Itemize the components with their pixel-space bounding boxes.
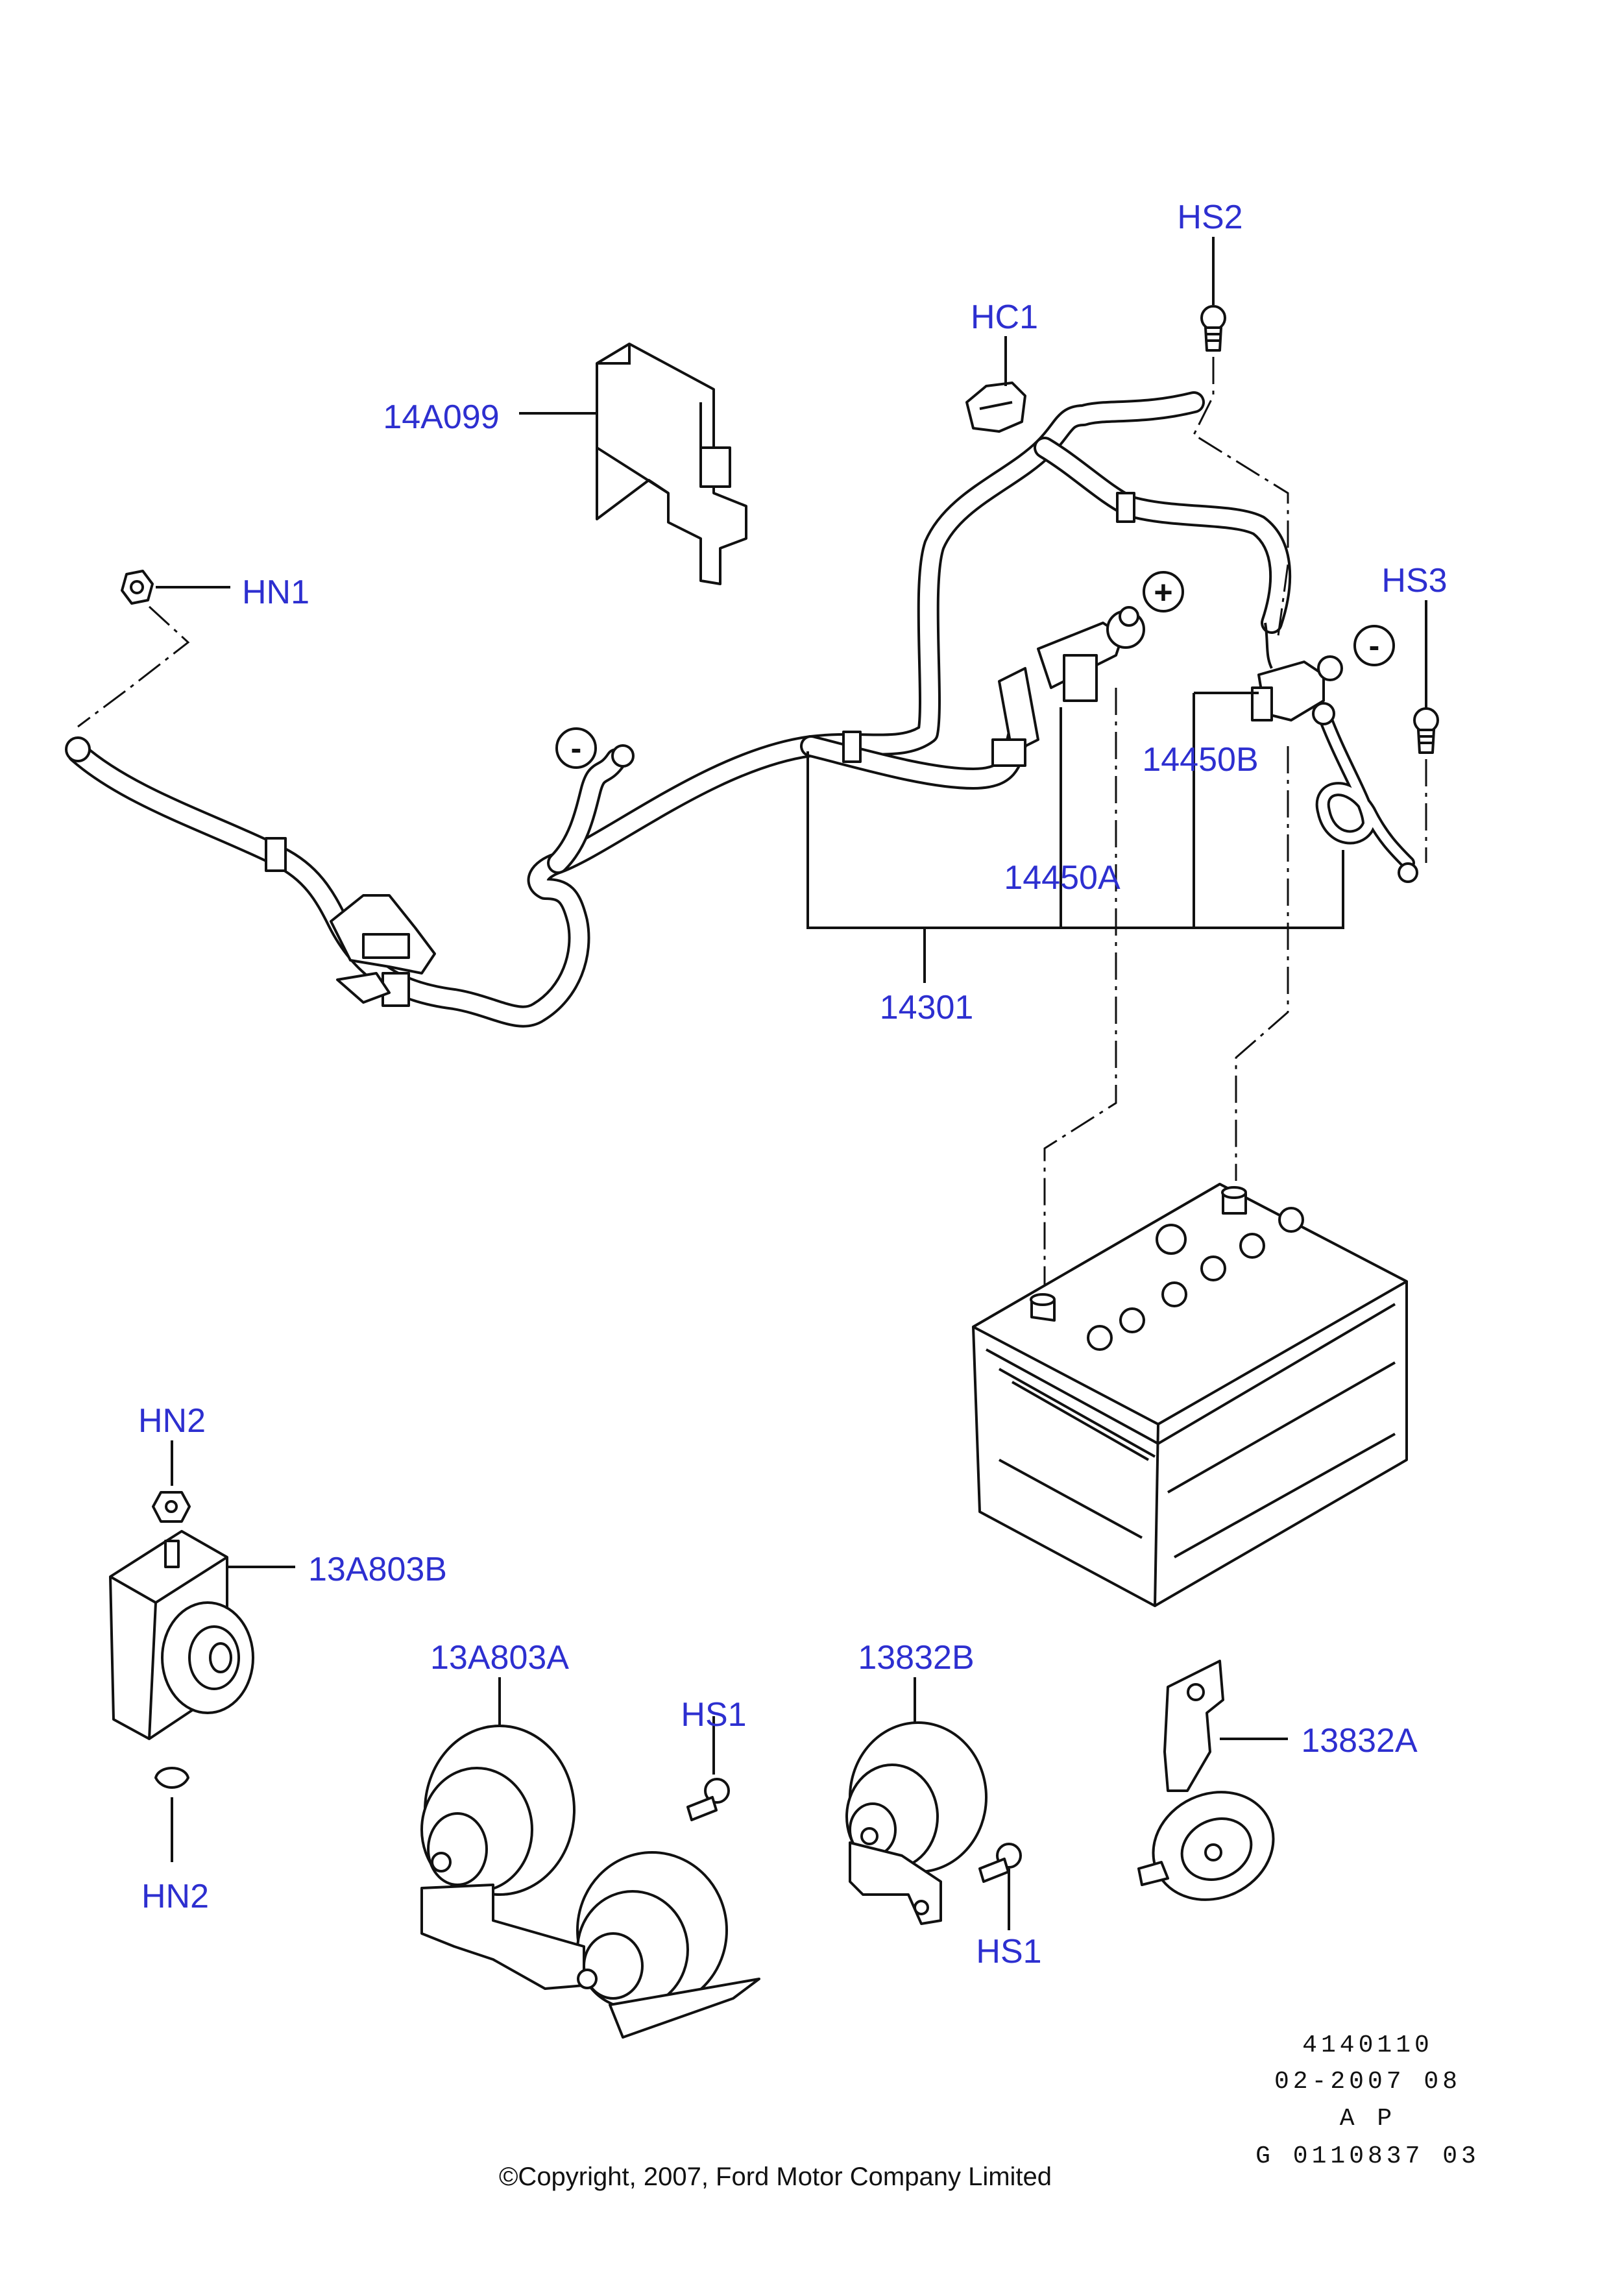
callout-HN2-top: HN2 xyxy=(138,1402,206,1440)
callout-HS2: HS2 xyxy=(1177,199,1242,236)
callout-HN1: HN1 xyxy=(242,574,309,611)
info-line-4: G 0110837 03 xyxy=(1255,2142,1480,2170)
negative-symbol-right: - xyxy=(1353,625,1395,666)
alignment-lines xyxy=(77,357,1427,1298)
junction-box-cover-14A099 xyxy=(596,343,747,585)
screw-HS1-left xyxy=(686,1778,730,1821)
cable-clip-HC1 xyxy=(965,382,1026,433)
positive-symbol-label: + xyxy=(1154,574,1172,611)
callout-13832A: 13832A xyxy=(1301,1722,1418,1760)
battery-cable-harness xyxy=(65,391,1292,1028)
info-line-1: 4140110 xyxy=(1302,2031,1433,2059)
callout-13832B: 13832B xyxy=(858,1639,974,1677)
callout-HC1: HC1 xyxy=(971,298,1038,336)
battery xyxy=(972,1183,1408,1607)
callout-14301: 14301 xyxy=(880,989,974,1026)
nut-HN2-bottom xyxy=(154,1767,189,1789)
callout-HN2-bottom: HN2 xyxy=(141,1878,209,1915)
callout-14A099: 14A099 xyxy=(383,398,499,436)
callout-13A803B: 13A803B xyxy=(308,1551,447,1588)
negative-terminal-clamp-14450B xyxy=(1251,622,1343,721)
callout-14450A: 14450A xyxy=(1004,859,1121,897)
horn-13A803B xyxy=(109,1530,254,1740)
horn-pair-13A803A xyxy=(420,1725,760,2039)
leader-lines xyxy=(156,237,1427,1930)
callout-HS3: HS3 xyxy=(1381,562,1447,600)
negative-symbol-right-label: - xyxy=(1369,627,1380,664)
positive-terminal-clamp-14450A xyxy=(991,606,1145,767)
copyright-notice: ©Copyright, 2007, Ford Motor Company Lim… xyxy=(499,2163,1052,2191)
nut-HN2-top xyxy=(152,1491,191,1523)
info-line-2: 02-2007 08 xyxy=(1274,2068,1461,2096)
horn-13832B xyxy=(845,1721,988,1925)
drawing-info-block: 4140110 02-2007 08 A P G 0110837 03 xyxy=(1255,2031,1480,2170)
screw-HS1-right xyxy=(978,1843,1022,1883)
negative-symbol-left-label: - xyxy=(571,730,582,766)
callout-HS1-right: HS1 xyxy=(976,1933,1041,1970)
positive-symbol: + xyxy=(1143,571,1184,612)
callout-13A803A: 13A803A xyxy=(430,1639,569,1677)
negative-symbol-left: - xyxy=(555,727,597,769)
horn-13832A xyxy=(1137,1660,1275,1901)
nut-HN1 xyxy=(121,570,154,605)
info-line-3: A P xyxy=(1340,2105,1396,2133)
callout-HS1-left: HS1 xyxy=(681,1696,746,1734)
screw-HS2 xyxy=(1200,305,1226,352)
screw-HS3 xyxy=(1413,707,1439,754)
callout-14450B: 14450B xyxy=(1142,741,1258,779)
ground-strap xyxy=(1312,702,1418,883)
